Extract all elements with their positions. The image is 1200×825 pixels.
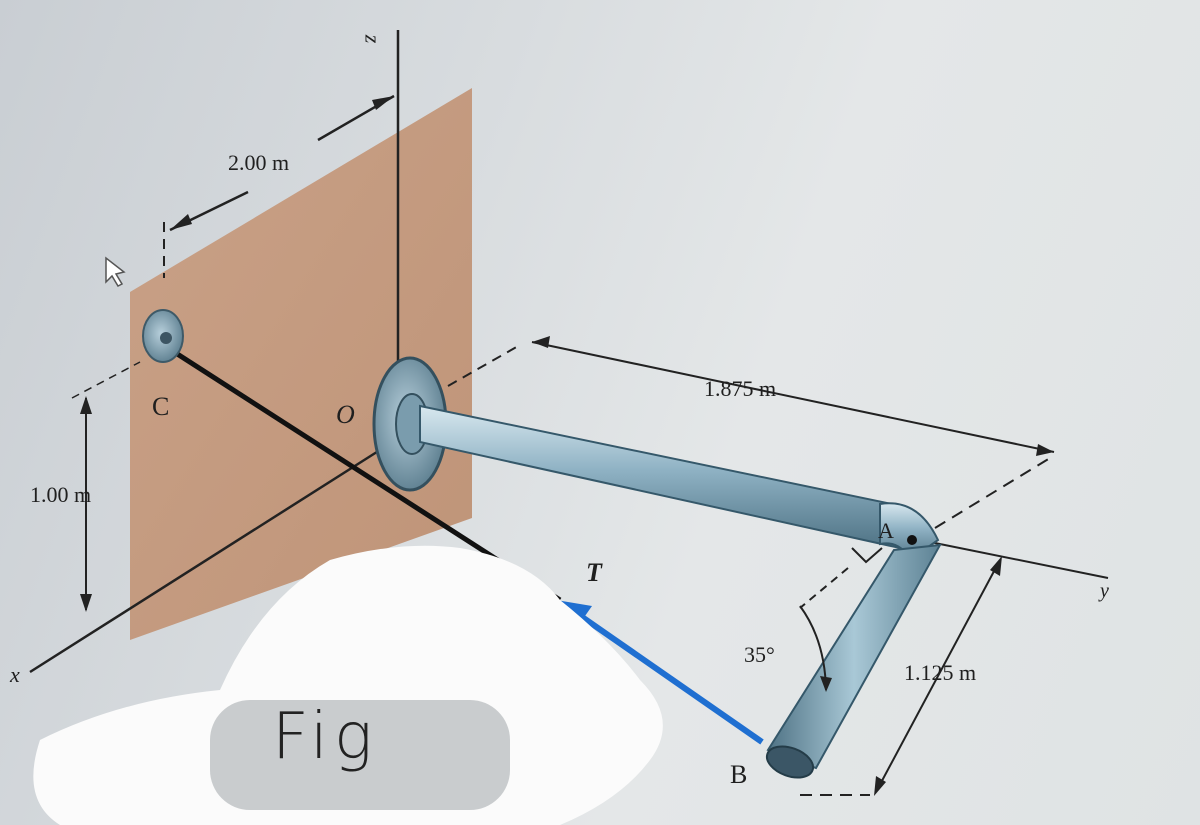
point-a-dot [907,535,917,545]
dim-ab-arrow-top [990,556,1002,576]
dim-co-arrowhead-left [170,214,192,230]
wall-plate [130,88,472,640]
bracket-c-hole [160,332,172,344]
dim-co-arrowhead-right [372,96,394,110]
dim-oa-ext-left [447,344,521,387]
dim-oa-line [531,341,1055,453]
dim-ab-arrow-bottom [874,776,886,796]
x-axis [29,448,381,674]
dim-c-height-arrow-bottom [80,594,92,612]
dim-oa-arrow-right [1036,444,1054,456]
tension-force-arrow [570,607,764,745]
force-t-label: T [586,558,602,587]
point-b-label: B [730,760,748,789]
pipe-end-b [765,745,815,779]
point-o-label: O [336,400,355,429]
dim-c-height-label: 1.00 m [30,482,92,507]
dim-c-height-arrow-top [80,396,92,414]
dim-co-label: 2.00 m [228,150,290,175]
right-angle-mark [851,547,883,564]
point-c-label: C [152,392,170,421]
dim-ab-label: 1.125 m [904,660,977,685]
axis-y-label: y [1100,580,1109,602]
point-a-label: A [878,518,894,543]
axis-z-label: z [360,34,386,44]
dim-oa-arrow-left [532,336,550,348]
axis-x-label: x [10,662,20,687]
pipe-oa [419,404,902,550]
dim-oa-ext-right [934,457,1051,529]
cursor-arrow-icon [105,256,126,287]
dim-c-height-ext [71,361,141,399]
handwritten-fig-label: Fig [272,700,379,774]
dim-oa-label: 1.875 m [704,376,777,401]
angle-label: 35° [744,642,775,667]
angle-ref-line [799,567,849,609]
handwriting-shade [210,700,510,810]
pipe-ab [766,543,942,770]
angle-arrowhead [820,676,832,692]
dim-ab-line [875,559,1001,793]
y-axis [929,541,1109,579]
